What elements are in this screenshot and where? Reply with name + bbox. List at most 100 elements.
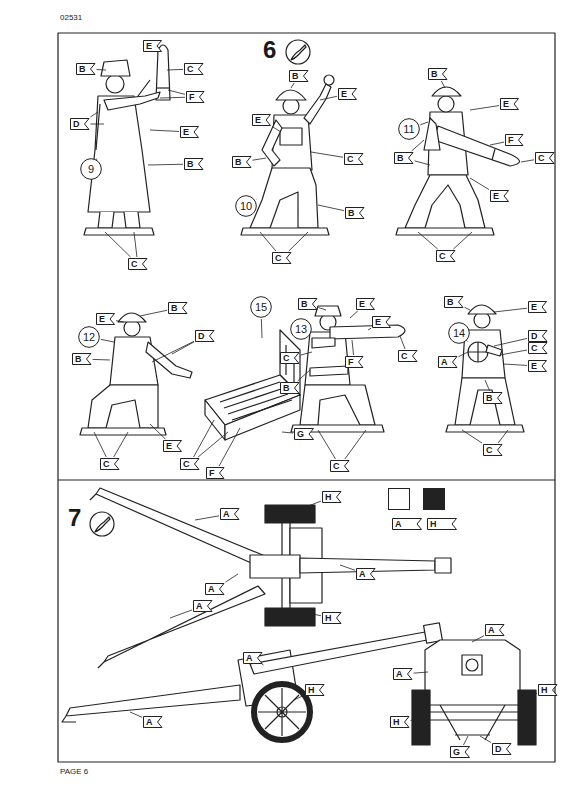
step-number: 7 [68,506,81,530]
leader-line [459,352,469,357]
tag-outline [290,71,309,82]
leader-line [261,319,263,338]
color-tag: B [428,68,448,80]
step-number: 6 [263,38,276,62]
color-tag: C [100,458,120,470]
tag-letter: F [186,91,205,103]
tag-outline [164,441,182,452]
color-tag: E [180,126,199,138]
leader-line [311,333,312,334]
tag-letter: G [294,428,314,440]
color-tag: C [184,63,204,75]
color-tag: A [143,716,163,728]
callout-text: 11 [398,118,420,140]
tag-letter: E [96,313,115,325]
node-outline [356,298,375,310]
node-outline [205,583,225,595]
leader-line [301,352,313,355]
leader-line [253,158,267,160]
tag-outline [77,64,96,75]
leader-line [101,339,114,342]
leader-line [294,695,304,700]
color-tag: E [372,316,391,328]
tag-letter: C [535,152,555,164]
node-outline [398,350,418,362]
leader-line [494,338,527,346]
leader-line [160,97,185,99]
tag-outline [439,357,458,368]
color-tag: B [483,392,503,404]
tag-letter: C [398,350,418,362]
node-outline [180,458,200,470]
node-outline [345,207,365,219]
color-tag: A [205,583,225,595]
leader-line [282,432,293,433]
color-tag: C [330,460,350,472]
color-swatch [423,488,445,510]
node-outline [500,98,519,110]
node-outline [184,63,204,75]
leader-line [414,672,429,673]
node-outline [186,91,205,103]
node-outline [298,298,318,310]
callout-circle [81,159,102,180]
node-outline [528,301,547,313]
leader-line [465,307,471,310]
color-tag: B [72,353,92,365]
color-tag: C [398,350,418,362]
leader-line [93,359,111,361]
pak-gun-front-view [412,640,536,745]
node-outline [485,624,505,636]
tag-letter: D [195,330,215,342]
tag-letter: H [322,612,342,624]
tag-letter: A [143,716,163,728]
callout-number: 15 [250,296,272,318]
leader-line [464,736,468,745]
panel-divider [58,479,555,480]
color-tag: F [345,356,364,368]
tag-outline [357,569,376,580]
tag-letter: B [298,298,318,310]
tag-letter: B [289,70,309,82]
color-tag: B [76,63,96,75]
leader-line [97,69,107,70]
node-outline [128,258,148,270]
tag-outline [323,613,342,624]
tag-outline [194,601,213,612]
tag-letter: E [163,440,182,452]
leader-line [272,126,281,132]
tag-outline [506,135,524,146]
callout-circle [79,327,100,348]
tag-letter: B [168,302,188,314]
tag-outline [346,208,365,219]
leader-line [140,310,167,316]
node-outline [195,330,215,342]
tag-outline [529,361,547,372]
leader-line [368,328,371,330]
color-tag: C [128,258,148,270]
node-outline [483,444,503,456]
node-outline [280,382,300,394]
callout-circle [399,119,420,140]
tag-letter: G [450,746,470,758]
color-tag: B [232,156,252,168]
node-outline [72,353,92,365]
tag-outline [451,747,470,758]
node-outline [356,568,376,580]
color-tag: D [195,330,215,342]
legend-item: H [423,488,447,530]
legend-tag: H [427,518,457,530]
tag-outline [196,331,215,342]
leader-line [219,428,240,466]
leader-line [490,142,504,145]
node-outline [492,743,512,755]
color-tag: C [344,153,364,165]
leader-line [415,161,431,165]
node-outline [289,70,309,82]
color-tag: B [298,298,318,310]
node-outline [243,652,263,664]
node-outline [180,126,199,138]
tag-outline [529,343,548,354]
tag-letter: B [394,152,414,164]
node-outline [538,684,558,696]
